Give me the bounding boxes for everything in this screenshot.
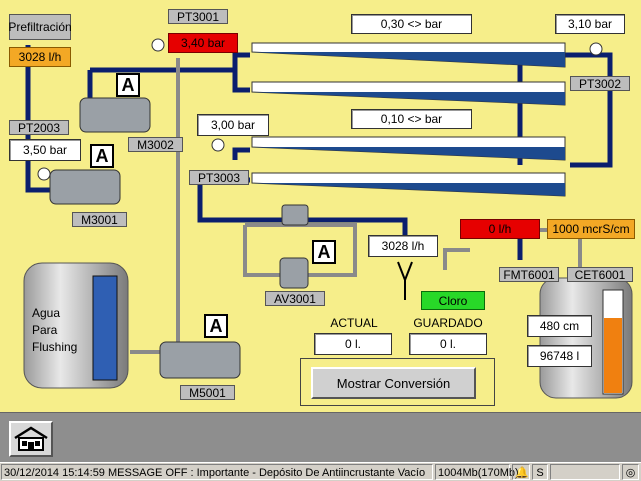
cet6001-tag: CET6001 <box>567 267 633 282</box>
status-message: 30/12/2014 15:14:59 MESSAGE OFF : Import… <box>1 464 433 480</box>
m3002-tag: M3002 <box>128 137 183 152</box>
m3001-tag: M3001 <box>72 212 127 227</box>
guardado-label: GUARDADO <box>409 316 487 330</box>
cet6001-value: 1000 mcrS/cm <box>547 219 635 239</box>
prefiltracion-flow: 3028 l/h <box>9 47 71 67</box>
memory-indicator: 1004Mb(170Mb) <box>435 464 519 480</box>
fmt6001-tag: FMT6001 <box>499 267 559 282</box>
piping-svg <box>23 38 633 399</box>
tank-label-2: Para <box>32 323 58 337</box>
dp-upper-value: 0,30 <> bar <box>351 14 472 34</box>
guardado-value: 0 l. <box>409 333 487 355</box>
status-bar: 30/12/2014 15:14:59 MESSAGE OFF : Import… <box>0 462 641 481</box>
prefiltracion-label: Prefiltración <box>8 14 72 40</box>
fmt6001-value: 0 l/h <box>460 219 540 239</box>
mostrar-conversion-button[interactable]: Mostrar Conversión <box>311 367 476 399</box>
home-icon <box>14 426 48 451</box>
mode-a-av3001[interactable]: A <box>312 240 336 264</box>
status-circle-icon: ◎ <box>622 464 639 480</box>
alarm-bell-icon[interactable]: 🔔 <box>512 464 530 480</box>
home-button[interactable] <box>9 421 53 457</box>
pt3003-tag: PT3003 <box>189 170 249 185</box>
pt3003-value: 3,00 bar <box>197 114 269 136</box>
tank-label-3: Flushing <box>32 340 78 354</box>
bottom-toolbar <box>0 412 641 462</box>
pt2003-value: 3,50 bar <box>9 139 81 161</box>
tank-volume-value: 96748 l <box>527 345 592 367</box>
cloro-indicator: Cloro <box>421 291 485 310</box>
actual-value: 0 l. <box>314 333 392 355</box>
scada-diagram: Prefiltración 3028 l/h PT3001 3,40 bar 0… <box>8 9 635 406</box>
m5001-tag: M5001 <box>180 385 235 400</box>
av3001-tag: AV3001 <box>265 291 325 306</box>
tank-level-value: 480 cm <box>527 315 592 337</box>
flow-out-value: 3028 l/h <box>368 235 438 257</box>
pt3002-value: 3,10 bar <box>555 14 625 34</box>
mode-a-m3001[interactable]: A <box>90 144 114 168</box>
pt3001-value: 3,40 bar <box>168 33 238 53</box>
mode-a-m3002[interactable]: A <box>116 73 140 97</box>
dp-lower-value: 0,10 <> bar <box>351 109 472 129</box>
pt2003-tag: PT2003 <box>9 120 69 135</box>
s-indicator: S <box>532 464 548 480</box>
actual-label: ACTUAL <box>315 316 393 330</box>
tank-label-1: Agua <box>32 306 61 320</box>
pt3001-tag: PT3001 <box>168 9 228 24</box>
mode-a-m5001[interactable]: A <box>204 314 228 338</box>
pt3002-tag: PT3002 <box>570 76 630 91</box>
conversion-frame <box>300 358 495 406</box>
status-spacer <box>550 464 620 480</box>
